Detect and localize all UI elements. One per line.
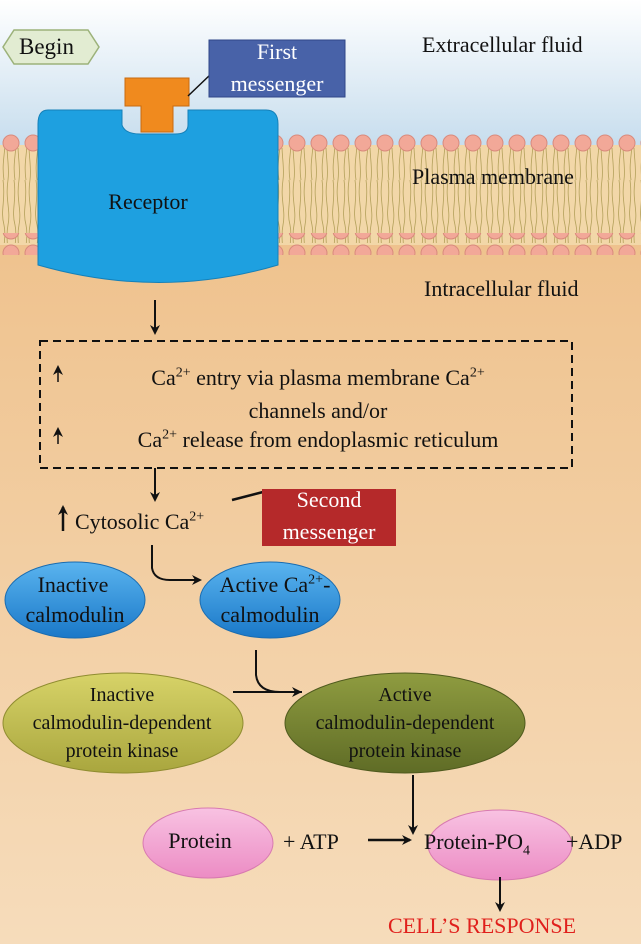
second-messenger-line1: Second bbox=[296, 487, 362, 512]
protein-ellipse bbox=[142, 807, 274, 879]
second-messenger-pointer bbox=[231, 490, 264, 502]
active-calmodulin-line1: Active Ca2+- bbox=[219, 572, 331, 597]
plus-atp-label: + ATP bbox=[283, 829, 339, 854]
begin-hexagon[interactable] bbox=[2, 29, 100, 65]
second-messenger-line2: messenger bbox=[282, 519, 376, 544]
arrow-calmodulin-activation bbox=[151, 545, 202, 585]
inactive-calmodulin-line1: Inactive bbox=[37, 572, 109, 597]
second-messenger-box bbox=[262, 489, 396, 546]
active-kinase-line3: protein kinase bbox=[348, 740, 462, 762]
protein-po4-label: Protein-PO4 bbox=[424, 829, 530, 859]
inactive-calmodulin-ellipse bbox=[4, 561, 146, 639]
active-kinase-ellipse bbox=[284, 672, 526, 774]
calcium-release-text: Ca2+ release from endoplasmic reticulum bbox=[137, 427, 499, 452]
first-messenger-box bbox=[208, 39, 346, 98]
plus-adp-label: +ADP bbox=[566, 829, 623, 854]
calcium-dashed-box bbox=[39, 340, 573, 469]
label-plasma-membrane: Plasma membrane bbox=[412, 164, 574, 189]
active-calmodulin-line2: calmodulin bbox=[220, 602, 320, 627]
first-messenger-line2: messenger bbox=[230, 71, 324, 96]
label-extracellular-fluid: Extracellular fluid bbox=[422, 32, 583, 57]
first-messenger-pointer bbox=[187, 73, 212, 97]
begin-button[interactable]: Begin bbox=[19, 34, 74, 59]
active-kinase-line1: Active bbox=[378, 684, 432, 706]
inactive-kinase-ellipse bbox=[2, 672, 244, 774]
first-messenger-ligand bbox=[124, 77, 190, 133]
receptor-shape bbox=[37, 109, 279, 283]
inactive-kinase-line3: protein kinase bbox=[65, 740, 179, 762]
calcium-channels-text: channels and/or bbox=[248, 398, 388, 423]
label-intracellular-fluid: Intracellular fluid bbox=[424, 276, 579, 301]
arrow-kinase-activation bbox=[233, 650, 302, 692]
calcium-entry-text: Ca2+ entry via plasma membrane Ca2+ bbox=[151, 365, 485, 390]
active-calmodulin-ellipse bbox=[199, 561, 341, 639]
inactive-kinase-line2: calmodulin-dependent bbox=[32, 712, 212, 734]
up-arrow-icons bbox=[53, 365, 68, 531]
intracellular-region bbox=[0, 150, 641, 944]
inactive-calmodulin-line2: calmodulin bbox=[25, 602, 125, 627]
protein-label: Protein bbox=[168, 828, 232, 853]
cytosolic-calcium-text: Cytosolic Ca2+ bbox=[75, 509, 205, 534]
cells-response-label: CELL’S RESPONSE bbox=[388, 913, 577, 938]
inactive-kinase-line1: Inactive bbox=[89, 684, 155, 706]
first-messenger-line1: First bbox=[256, 39, 298, 64]
active-kinase-line2: calmodulin-dependent bbox=[315, 712, 495, 734]
receptor-label: Receptor bbox=[108, 189, 188, 214]
